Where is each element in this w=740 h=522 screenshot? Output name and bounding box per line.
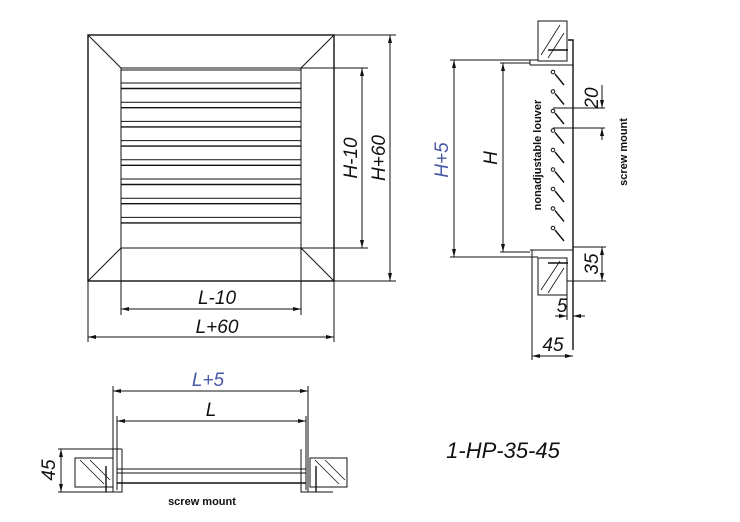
dim-opening-width: L+5 [192, 370, 225, 391]
wall-block-bottom [537, 257, 568, 296]
blade [554, 132, 565, 144]
dim-outer-width: L+60 [196, 317, 239, 338]
blade-pivot [550, 206, 556, 211]
model-code: 1-HP-35-45 [446, 438, 560, 463]
blade [554, 190, 565, 203]
side-mount-label: screw mount [618, 118, 630, 186]
blade [554, 171, 565, 183]
louver-blades-side [550, 69, 565, 242]
outer-frame [87, 34, 335, 282]
front-view: L-10 L+60 H-10 H+60 [87, 34, 396, 342]
blade-pivot [550, 89, 556, 94]
blade-pivot [550, 186, 556, 192]
dim-width: L [206, 400, 217, 421]
bottom-view: L+5 L 45 screw mount [39, 370, 348, 508]
face-line [568, 39, 574, 350]
wall-block-right [309, 457, 348, 488]
bottom-mount-label: screw mount [168, 496, 236, 508]
dim-inner-width: L-10 [198, 288, 236, 309]
blade [554, 112, 565, 125]
blade [554, 151, 565, 164]
dim-pitch: 20 [582, 87, 603, 110]
inner-opening [120, 67, 302, 249]
side-view: H+5 H nonadjustable louver 20 screw moun… [432, 20, 630, 360]
blade [554, 93, 565, 105]
blade [554, 210, 565, 222]
dim-offset: 5 [557, 296, 568, 317]
blade-pivot [550, 108, 556, 114]
blade-pivot [550, 69, 556, 75]
dim-depth: 45 [542, 335, 564, 356]
louver-slats [121, 69, 301, 224]
dim-flange: 35 [582, 253, 603, 275]
wall-block-left [74, 457, 114, 488]
dim-opening-height: H+5 [432, 142, 453, 178]
dim-outer-height: H+60 [369, 135, 390, 181]
blade-pivot [550, 225, 556, 231]
wall-block-top [537, 20, 568, 62]
blade-pivot [550, 128, 556, 133]
dim-inner-height: H-10 [341, 137, 362, 179]
blade-pivot [550, 147, 556, 153]
blade [554, 229, 565, 242]
dim-bottom-depth: 45 [39, 459, 60, 481]
dim-height: H [481, 151, 502, 165]
blade [554, 73, 565, 86]
blade-pivot [550, 167, 556, 172]
louver-label: nonadjustable louver [532, 99, 544, 210]
